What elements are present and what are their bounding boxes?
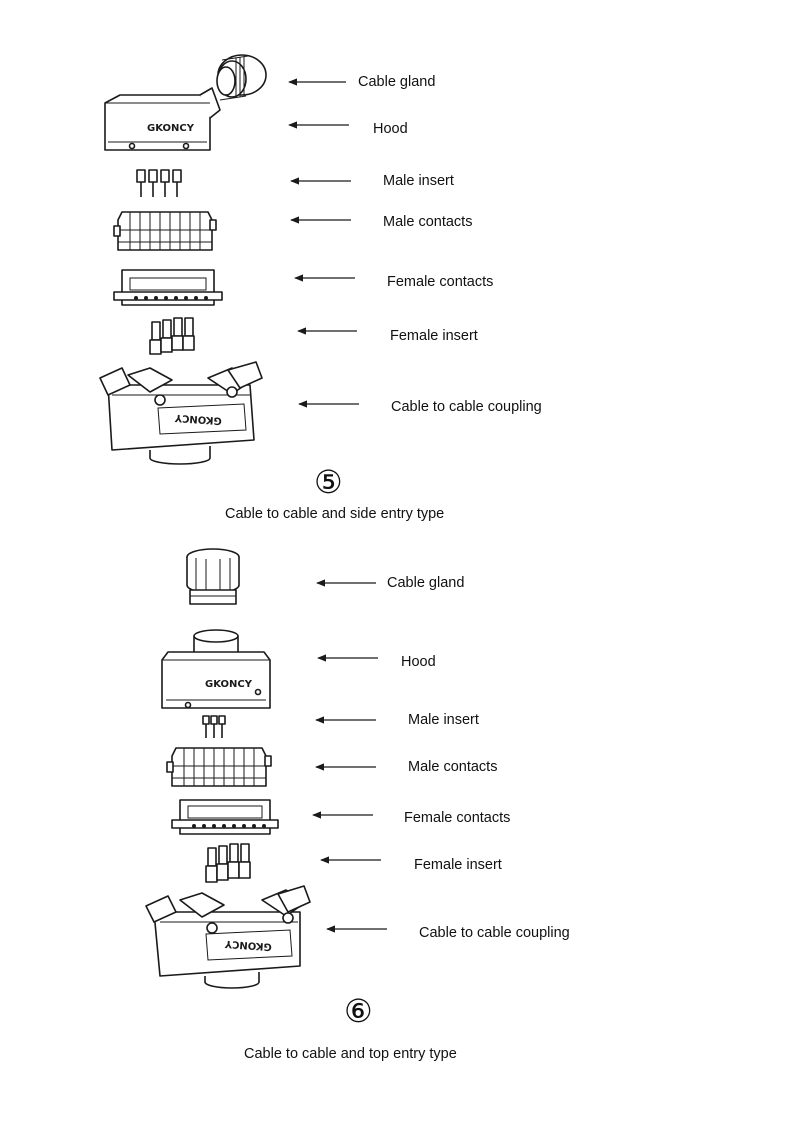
label-male-insert: Male insert (383, 173, 454, 189)
brand-logo-inverted: GKONCY (174, 412, 222, 426)
male-insert-part (202, 715, 226, 738)
label-female-insert: Female insert (414, 857, 502, 873)
pointer-arrows-6 (312, 579, 387, 933)
label-cable-gland: Cable gland (358, 74, 436, 90)
hood-part: GKONCY (161, 629, 271, 709)
male-contacts-part (166, 747, 272, 787)
coupling-part: GKONCY (99, 361, 263, 465)
label-female-contacts: Female contacts (404, 810, 511, 826)
coupling-part: GKONCY (145, 885, 311, 989)
hood-part: GKONCY (104, 87, 221, 151)
label-cable-to-cable-coupling: Cable to cable coupling (391, 399, 542, 415)
figure-caption: Cable to cable and side entry type (225, 506, 445, 522)
figure-caption: Cable to cable and top entry type (244, 1046, 457, 1062)
label-hood: Hood (373, 121, 408, 137)
female-contacts-part (171, 799, 279, 835)
label-cable-to-cable-coupling: Cable to cable coupling (419, 925, 570, 941)
label-male-contacts: Male contacts (408, 759, 498, 775)
female-insert-part (205, 843, 251, 883)
cable-gland-part (186, 548, 240, 605)
female-contacts-part (113, 269, 223, 306)
pointer-arrows-5 (288, 78, 359, 408)
label-male-contacts: Male contacts (383, 214, 473, 230)
figure-number: ⑤ (314, 463, 343, 501)
brand-logo: GKONCY (147, 123, 195, 134)
label-female-contacts: Female contacts (387, 274, 494, 290)
female-insert-part (149, 317, 195, 355)
brand-logo: GKONCY (205, 679, 253, 690)
label-male-insert: Male insert (408, 712, 479, 728)
male-contacts-part (113, 211, 217, 251)
label-cable-gland: Cable gland (387, 575, 465, 591)
male-insert-part (136, 169, 182, 197)
label-hood: Hood (401, 654, 436, 670)
label-female-insert: Female insert (390, 328, 478, 344)
figure-number: ⑥ (344, 992, 373, 1030)
cable-gland-part (216, 54, 267, 101)
brand-logo-inverted: GKONCY (224, 938, 272, 952)
